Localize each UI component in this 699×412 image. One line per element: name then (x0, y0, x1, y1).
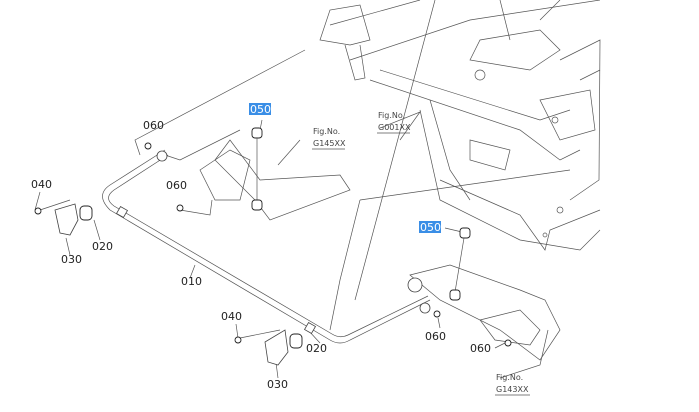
fig-ref-g143-label: Fig.No. (496, 373, 523, 382)
callout-060-c[interactable]: 060 (425, 330, 446, 343)
callout-060-b[interactable]: 060 (166, 179, 187, 192)
frame-drawing (319, 0, 601, 251)
fig-ref-g145-code[interactable]: G145XX (313, 139, 346, 148)
callout-020-b[interactable]: 020 (306, 342, 327, 355)
lower-arm-right (407, 227, 561, 361)
callout-010[interactable]: 010 (181, 275, 202, 288)
callout-060-a[interactable]: 060 (143, 119, 164, 132)
callout-030-b[interactable]: 030 (267, 378, 288, 391)
lower-arm-left (144, 127, 351, 221)
callout-050-b[interactable]: 050 (420, 221, 441, 234)
callout-040-b[interactable]: 040 (221, 310, 242, 323)
callout-020-a[interactable]: 020 (92, 240, 113, 253)
callout-050-a[interactable]: 050 (250, 103, 271, 116)
stabilizer-bar (102, 149, 431, 344)
highlight-050-b-bg (419, 221, 441, 233)
fig-ref-g001-code[interactable]: G001XX (378, 123, 411, 132)
bushing-clamps (34, 203, 303, 366)
callout-060-d[interactable]: 060 (470, 342, 491, 355)
fig-ref-g143-code[interactable]: G143XX (496, 385, 529, 394)
callout-030-a[interactable]: 030 (61, 253, 82, 266)
fig-ref-g001-label: Fig.No. (378, 111, 405, 120)
highlight-050-a-bg (249, 103, 271, 115)
callout-040-a[interactable]: 040 (31, 178, 52, 191)
fig-ref-g145-label: Fig.No. (313, 127, 340, 136)
